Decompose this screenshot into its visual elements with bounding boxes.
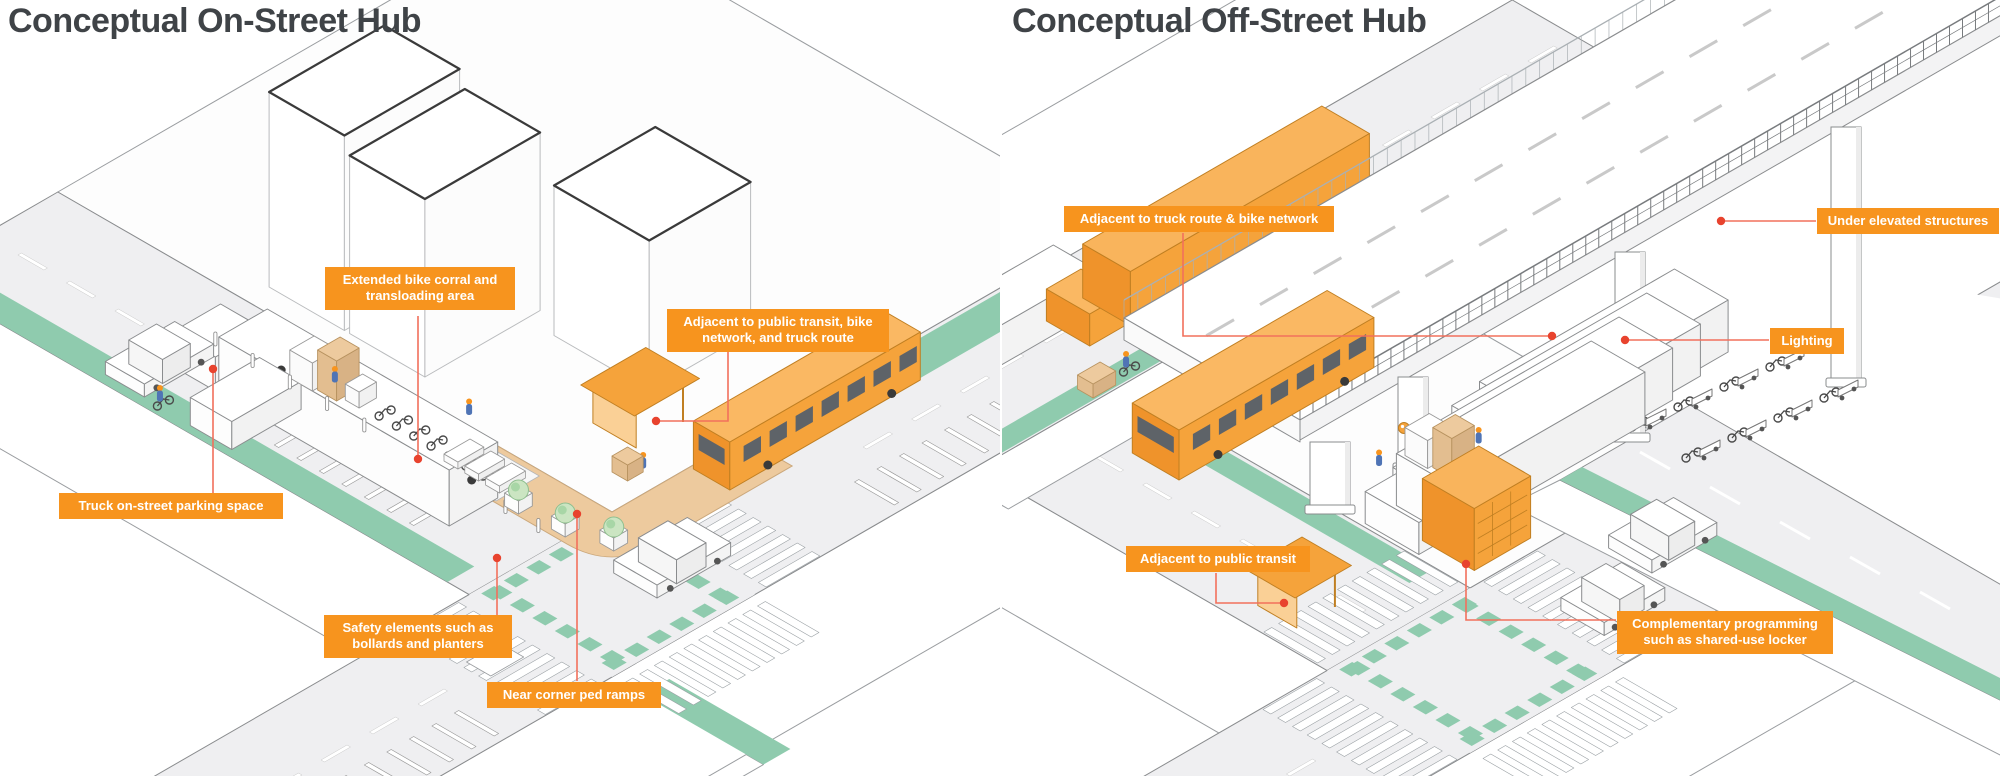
label-adjacent-transit: Adjacent to public transit — [1126, 546, 1310, 573]
label-lighting: Lighting — [1770, 328, 1844, 355]
label-truck-parking: Truck on-street parking space — [59, 493, 283, 520]
left-panel-title: Conceptual On-Street Hub — [8, 2, 422, 40]
label-ped-ramps: Near corner ped ramps — [487, 682, 661, 709]
label-safety-elements: Safety elements such as bollards and pla… — [324, 615, 512, 658]
right-panel-title: Conceptual Off-Street Hub — [1012, 2, 1427, 40]
label-adjacent-truck-bike: Adjacent to truck route & bike network — [1064, 206, 1334, 233]
label-complementary-programming: Complementary programming such as shared… — [1617, 611, 1833, 654]
label-under-elevated: Under elevated structures — [1817, 208, 1999, 235]
label-adjacent-transit-bike-truck: Adjacent to public transit, bike network… — [667, 309, 889, 352]
label-extended-bike-corral: Extended bike corral and transloading ar… — [325, 267, 515, 310]
